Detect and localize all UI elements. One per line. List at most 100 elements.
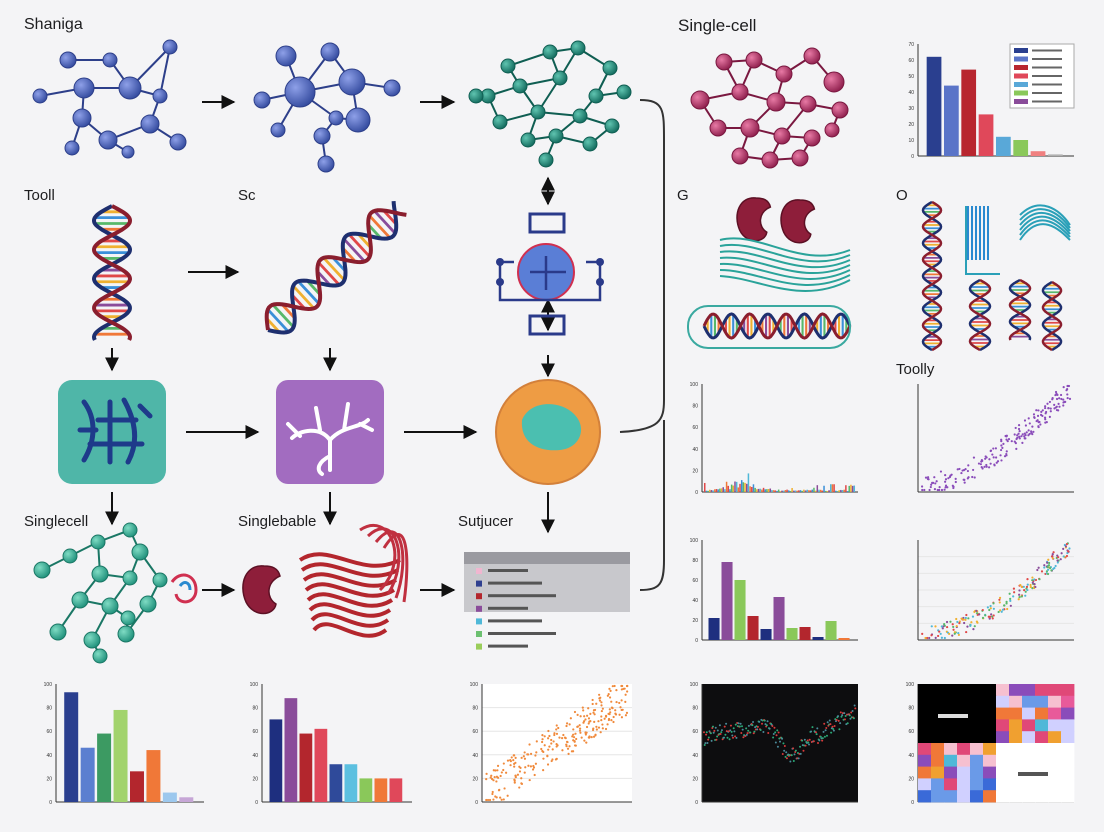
scatter-point <box>592 711 595 714</box>
scatter-point <box>600 704 603 707</box>
scatter-point <box>963 621 966 625</box>
histogram-bin <box>808 490 810 492</box>
heatmap-cell <box>957 684 971 697</box>
scatter-point <box>485 778 488 781</box>
scatter-point <box>1060 397 1063 401</box>
scatter-point <box>851 709 854 712</box>
tubule-loop <box>366 527 401 595</box>
nucleus-shape <box>521 404 582 451</box>
scatter-point <box>998 601 1001 604</box>
scatter-point <box>814 731 817 734</box>
histogram-bin <box>717 489 719 492</box>
scatter-point <box>1051 553 1054 556</box>
scatter-point <box>831 725 834 728</box>
scatter-point <box>1049 407 1052 410</box>
scatter-point <box>594 734 597 737</box>
scatter-point <box>601 707 604 710</box>
scatter-point <box>1002 442 1005 445</box>
scatter-point <box>758 720 761 723</box>
scatter-point <box>524 766 527 769</box>
scatter-point <box>715 738 718 741</box>
scatter-point <box>830 731 833 734</box>
scatter-point <box>1034 578 1038 582</box>
scatter-point <box>1024 594 1027 597</box>
scatter-point <box>513 765 516 768</box>
network-node <box>690 90 710 110</box>
bar <box>721 562 733 640</box>
scatter-point <box>991 617 994 620</box>
histogram-bin <box>831 484 834 492</box>
scatter-point <box>944 486 947 489</box>
heatmap-cell <box>918 790 932 803</box>
heatmap-cell <box>931 731 945 744</box>
y-tick-label: 100 <box>690 538 699 544</box>
scatter-point <box>713 729 716 732</box>
scatter-point <box>967 476 970 479</box>
scatter-point <box>719 732 722 735</box>
scatter-point <box>557 726 560 730</box>
network-node <box>162 39 178 55</box>
scatter-point <box>992 456 995 459</box>
scatter-point <box>1058 397 1061 400</box>
scatter-point <box>1046 572 1050 576</box>
scatter-point <box>614 712 617 715</box>
tubule-loop <box>312 622 388 638</box>
scatter-point <box>962 478 965 481</box>
scatter-point <box>582 709 585 712</box>
histogram-bin <box>798 490 800 492</box>
heatmap-cell <box>944 719 958 732</box>
bar <box>374 778 388 802</box>
scatter-point <box>1007 437 1011 441</box>
scatter-point <box>981 467 984 470</box>
scatter-point <box>542 757 545 760</box>
legend-swatch <box>1014 48 1028 53</box>
heatmap-cell <box>983 743 997 756</box>
frame-node <box>496 258 504 266</box>
scatter-point <box>1000 440 1003 443</box>
y-tick-label: 60 <box>472 729 478 735</box>
heatmap-cell <box>983 731 997 744</box>
scatter-point <box>944 478 948 481</box>
scatter-point <box>541 734 544 737</box>
heatmap-cell <box>983 707 997 720</box>
scatter-point <box>615 700 618 704</box>
scatter-point <box>1054 564 1057 568</box>
bar <box>838 638 850 640</box>
heatmap-cell <box>931 695 945 708</box>
scatter-point <box>725 722 728 725</box>
scatter-point <box>1031 581 1034 584</box>
heatmap-cell <box>957 743 971 756</box>
histogram-bin <box>774 490 777 492</box>
scatter-point <box>1062 555 1065 558</box>
scatter-point <box>960 617 963 620</box>
scatter-point <box>1016 434 1019 437</box>
organelle-drawings <box>170 197 1071 638</box>
scatter-point <box>615 689 618 692</box>
scatter-point <box>706 742 709 745</box>
scatter-point <box>531 768 535 771</box>
scatter-point <box>1031 576 1034 579</box>
scatter-point <box>1017 598 1020 601</box>
scatter-point <box>766 720 769 723</box>
scatter-point <box>837 719 840 722</box>
network-node <box>582 136 598 152</box>
scatter-point <box>991 453 994 456</box>
scatter-point <box>1020 585 1023 589</box>
bar <box>708 618 720 640</box>
right-scatter-purple <box>917 384 1074 493</box>
heatmap-cell <box>970 684 984 697</box>
scatter-point <box>565 722 569 725</box>
heatmap-cell <box>1022 743 1036 756</box>
heatmap-cell <box>970 766 984 779</box>
label-row2-left: Tooll <box>24 187 55 204</box>
scatter-point <box>1034 585 1037 589</box>
scatter-point <box>529 752 533 755</box>
scatter-point <box>1050 569 1053 572</box>
y-tick-label: 30 <box>908 106 914 112</box>
scatter-point <box>619 706 622 709</box>
scatter-point <box>1066 384 1069 388</box>
y-tick-label: 80 <box>692 558 698 564</box>
bracket-line <box>965 206 1000 275</box>
scatter-point <box>1062 401 1065 404</box>
scatter-point <box>747 729 750 732</box>
